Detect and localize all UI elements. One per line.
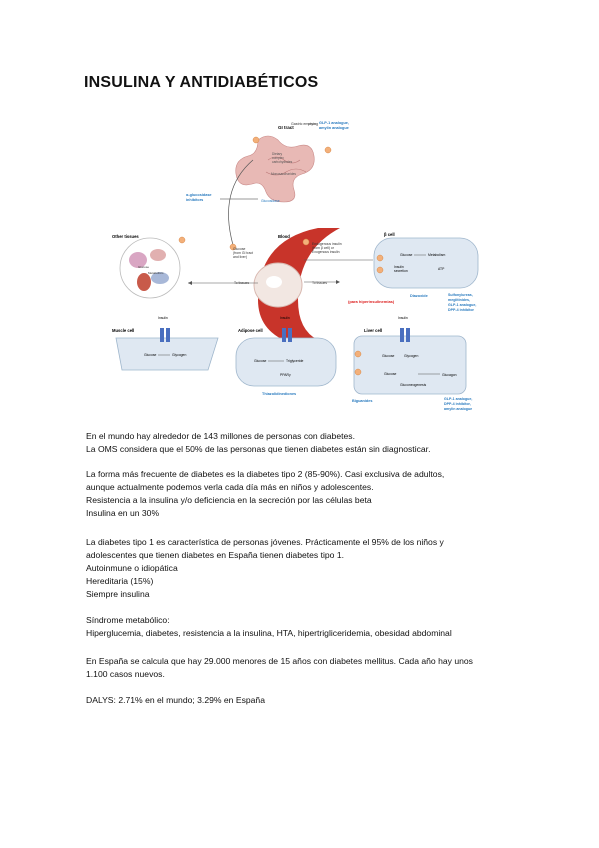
paragraph-line: La OMS considera que el 50% de las perso… [86, 444, 431, 454]
diazoxide-label: Diazoxide [410, 294, 428, 298]
paragraph-line: DALYS: 2.71% en el mundo; 3.29% en Españ… [86, 695, 265, 705]
liver-glycogen-label: Glycogen [404, 354, 418, 358]
blood-glucose-label-2: (from GI tract [233, 251, 253, 255]
muscle-glucose-label: Glucose [144, 353, 157, 357]
biguanides-label: Biguanides [352, 399, 372, 403]
dietary-label-3: carbohydrates [272, 160, 293, 164]
blood-glucose-label-1: Glucose [233, 247, 246, 251]
liver-insulin-label: Insulin [398, 316, 408, 320]
glp1-amylin-label-1: GLP-1 analogue, [319, 121, 349, 125]
gi-tract-illustration [235, 135, 315, 203]
glucosidase-label: Glucosidase [261, 199, 280, 203]
brain-icon [129, 252, 147, 268]
monosaccharides-label: Monosaccharides [271, 172, 296, 176]
beta-cell [373, 237, 479, 289]
paragraph-line: adolescentes que tienen diabetes en Espa… [86, 550, 345, 560]
sulfonylureas-label-3: GLP-1 analogue, [448, 303, 476, 307]
blood-label: Blood [278, 234, 290, 239]
other-metabolism-label: Metabolism [148, 271, 164, 275]
muscle-glycogen-label: Glycogen [172, 353, 186, 357]
paragraph-line: Siempre insulina [86, 589, 150, 599]
liver-glucose-label-2: Glucose [384, 372, 397, 376]
other-glucose-label: Glucose [138, 265, 149, 269]
beta-glucose-label: Glucose [400, 253, 413, 257]
adipose-cell-label: Adipose cell [238, 328, 263, 333]
beta-secretion-label-2: secretion [394, 269, 408, 273]
sulfonylureas-label-4: DPP-4 inhibitor [448, 308, 475, 312]
other-tissues-circle [119, 237, 181, 299]
adipose-glucose-label: Glucose [254, 359, 267, 363]
thiazolidinediones-label: Thiazolidinediones [262, 392, 296, 396]
beta-metabolism-label: Metabolism [428, 253, 446, 257]
ppar-label: PPARγ [280, 373, 291, 377]
glucosidase-inhibitors-label-1: α-glucosidase [186, 193, 212, 197]
glucagon-label: Glucagon [442, 373, 457, 377]
gi-tract-label: GI tract [278, 125, 294, 130]
paragraph-line: aunque actualmente podemos verla cada dí… [86, 482, 374, 492]
hiperinsulinemias-label: (para hiperinsulinemias) [348, 299, 395, 304]
paragraph-line: 1.100 casos nuevos. [86, 669, 165, 679]
gluconeogenesis-label: Gluconeogenesis [400, 383, 427, 387]
sulfonylureas-label-1: Sulfonylureas, [448, 293, 473, 297]
glp1-dpp4-label-3: amylin analogue [444, 407, 472, 411]
muscle-cell-label: Muscle cell [112, 328, 134, 333]
adipose-insulin-label: Insulin [280, 316, 290, 320]
muscle-insulin-label: Insulin [158, 316, 168, 320]
glp1-dpp4-label-1: GLP-1 analogue, [444, 397, 472, 401]
paragraph-line: Hiperglucemia, diabetes, resistencia a l… [86, 628, 452, 638]
dietary-label-1: Dietary [272, 152, 283, 156]
endogenous-insulin-label-3: Exogenous insulin [312, 250, 340, 254]
glp1-amylin-label-2: amylin analogue [319, 126, 349, 130]
paragraph-line: Autoinmune o idiopática [86, 563, 178, 573]
paragraph-line: Insulina en un 30% [86, 508, 160, 518]
other-tissues-label: Other tissues [112, 234, 139, 239]
paragraph-line: En España se calcula que hay 29.000 meno… [86, 656, 473, 666]
page-title: INSULINA Y ANTIDIABÉTICOS [84, 74, 319, 91]
paragraph-line: Resistencia a la insulina y/o deficienci… [86, 495, 372, 505]
to-tissues-right-label: To tissues [312, 281, 327, 285]
beta-secretion-label-1: Insulin [394, 265, 404, 269]
paragraph-line: En el mundo hay alrededor de 143 millone… [86, 431, 355, 441]
section-heading: Síndrome metabólico: [86, 615, 170, 625]
sulfonylureas-label-2: meglitinides, [448, 298, 470, 302]
adipose-triglyceride-label: Triglyceride [286, 359, 304, 363]
beta-atp-label: ATP [438, 267, 445, 271]
muscle-cell [115, 337, 219, 371]
paragraph-line: La forma más frecuente de diabetes es la… [86, 469, 445, 479]
liver-cell-label: Liver cell [364, 328, 382, 333]
glucosidase-inhibitors-label-2: inhibitors [186, 198, 203, 202]
paragraph-line: Hereditaria (15%) [86, 576, 154, 586]
dietary-label-2: complex [272, 156, 284, 160]
antidiabetic-mechanism-figure: GI tract Gastric emptying GLP-1 analogue… [112, 121, 479, 411]
glp1-dpp4-label-2: DPP-4 inhibitor, [444, 402, 471, 406]
gastric-emptying-label: Gastric emptying [291, 122, 318, 126]
liver-glucose-label: Glucose [382, 354, 395, 358]
blood-glucose-label-3: and liver) [233, 255, 247, 259]
endogenous-insulin-label-2: (from β cell) or [312, 246, 335, 250]
beta-cell-label: β cell [384, 232, 395, 237]
paragraph-line: La diabetes tipo 1 es característica de … [86, 537, 444, 547]
endogenous-insulin-label-1: Endogenous insulin [312, 242, 342, 246]
